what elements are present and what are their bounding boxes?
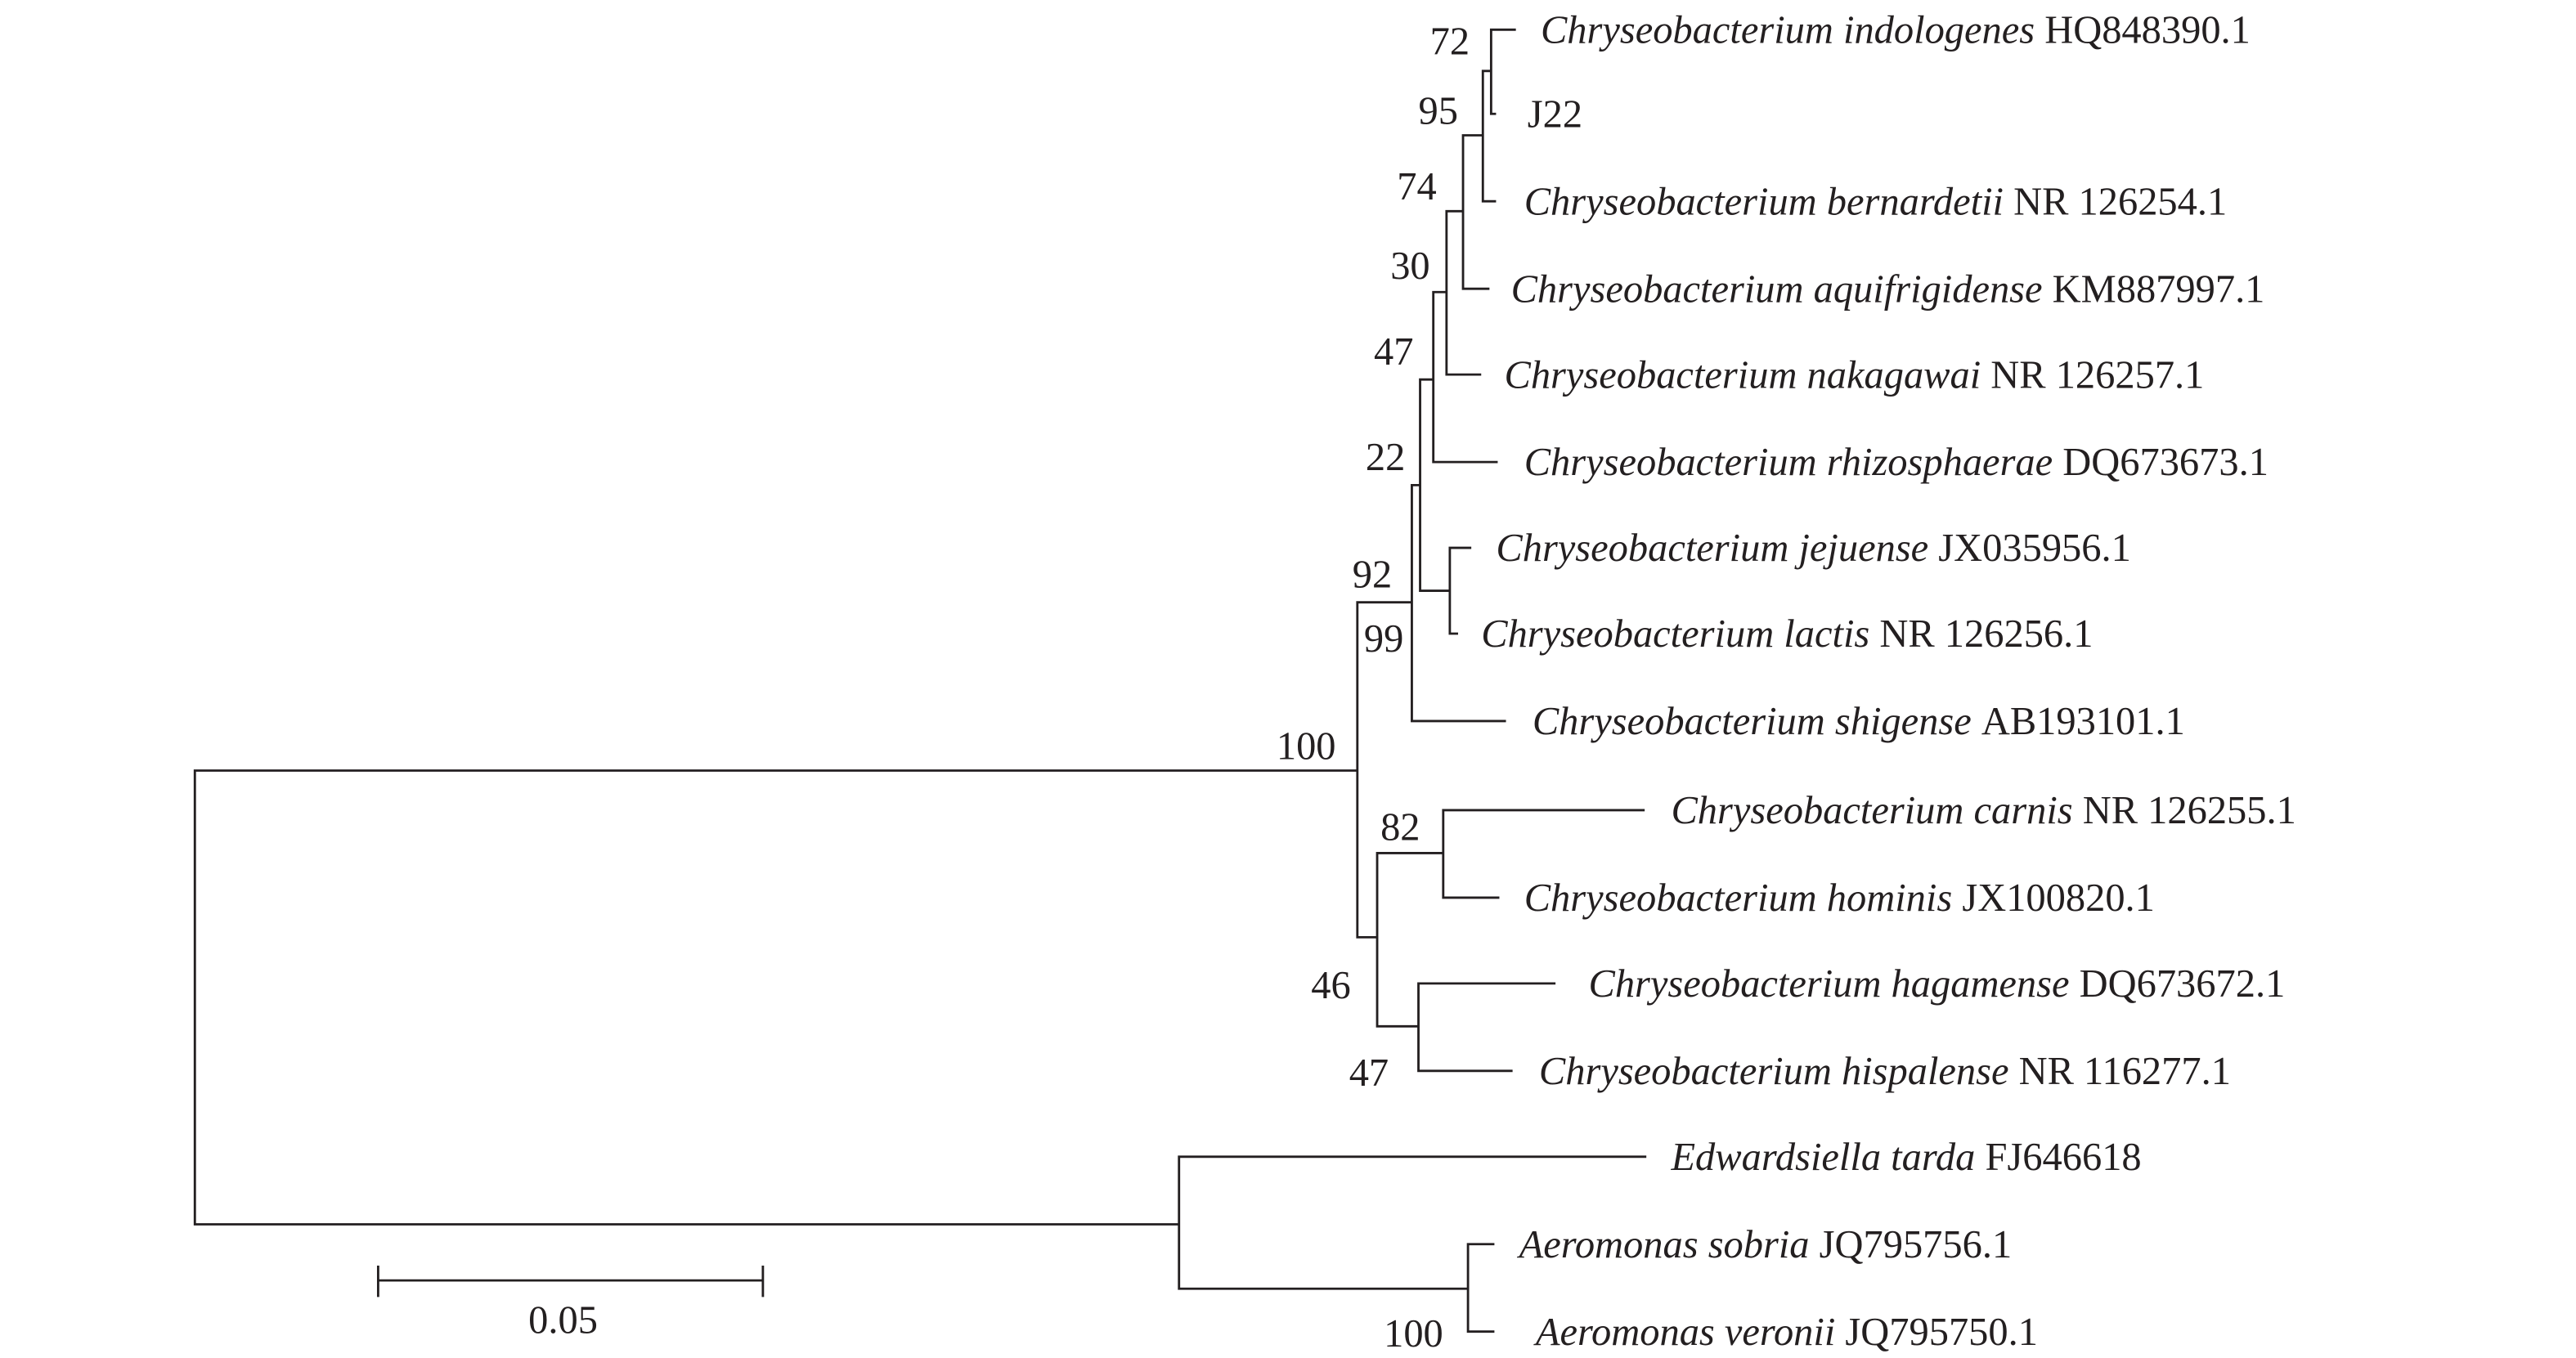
bootstrap-value: 72 — [1430, 20, 1470, 64]
root-branch — [193, 769, 1358, 1226]
bootstrap-value: 92 — [1353, 553, 1392, 596]
bootstrap-values: 72 95 74 30 47 22 92 99 100 82 46 47 100 — [1277, 20, 1470, 1356]
branch — [1411, 483, 1506, 723]
taxon-label: Chryseobacterium carnis NR 126255.1 — [1671, 789, 2296, 832]
taxon-label: Chryseobacterium indologenes HQ848390.1 — [1541, 8, 2251, 52]
bootstrap-value: 46 — [1311, 964, 1350, 1007]
branch — [1448, 546, 1472, 635]
bootstrap-value: 100 — [1277, 724, 1336, 768]
branch — [1178, 1155, 1647, 1290]
taxon-label: Chryseobacterium shigense AB193101.1 — [1533, 700, 2185, 743]
bootstrap-value: 82 — [1380, 805, 1420, 849]
scale-bar-line — [376, 1265, 765, 1297]
taxon-labels: Chryseobacterium indologenes HQ848390.1 … — [1481, 8, 2296, 1353]
branch — [1376, 852, 1443, 1028]
taxon-label: Chryseobacterium jejuense JX035956.1 — [1496, 527, 2130, 570]
taxon-label: Chryseobacterium hispalense NR 116277.1 — [1539, 1050, 2231, 1093]
taxon-label: Aeromonas sobria JQ795756.1 — [1517, 1223, 2013, 1266]
taxon-label: Chryseobacterium rhizosphaerae DQ673673.… — [1524, 441, 2269, 484]
taxon-label: Chryseobacterium hominis JX100820.1 — [1524, 876, 2155, 920]
tree-branches — [193, 28, 1647, 1333]
branch — [1489, 28, 1516, 115]
bootstrap-value: 47 — [1349, 1051, 1389, 1095]
taxon-label: Aeromonas veronii JQ795750.1 — [1533, 1311, 2038, 1354]
scale-bar-label: 0.05 — [528, 1299, 598, 1342]
branch — [1461, 134, 1490, 290]
branch — [1419, 378, 1450, 592]
taxon-label: Chryseobacterium bernardetii NR 126254.1 — [1524, 180, 2227, 223]
bootstrap-value: 22 — [1366, 436, 1405, 479]
bootstrap-value: 95 — [1419, 89, 1458, 132]
branch — [1481, 69, 1497, 203]
taxon-label: Chryseobacterium aquifrigidense KM887997… — [1511, 267, 2265, 311]
taxon-label: Chryseobacterium hagamense DQ673672.1 — [1589, 962, 2286, 1006]
branch — [1417, 982, 1556, 1073]
bootstrap-value: 30 — [1390, 244, 1429, 288]
bootstrap-value: 74 — [1397, 165, 1436, 208]
bootstrap-value: 47 — [1374, 330, 1413, 374]
taxon-label-j22: J22 — [1528, 92, 1582, 136]
taxon-label: Chryseobacterium lactis NR 126256.1 — [1481, 612, 2093, 656]
taxon-label: Edwardsiella tarda FJ646618 — [1670, 1136, 2141, 1179]
branch — [1466, 1243, 1495, 1333]
bootstrap-value: 100 — [1384, 1312, 1443, 1356]
bootstrap-value: 99 — [1364, 617, 1403, 661]
scale-bar: 0.05 — [376, 1265, 765, 1342]
taxon-label: Chryseobacterium nakagawai NR 126257.1 — [1505, 353, 2205, 397]
branch — [1432, 290, 1498, 464]
